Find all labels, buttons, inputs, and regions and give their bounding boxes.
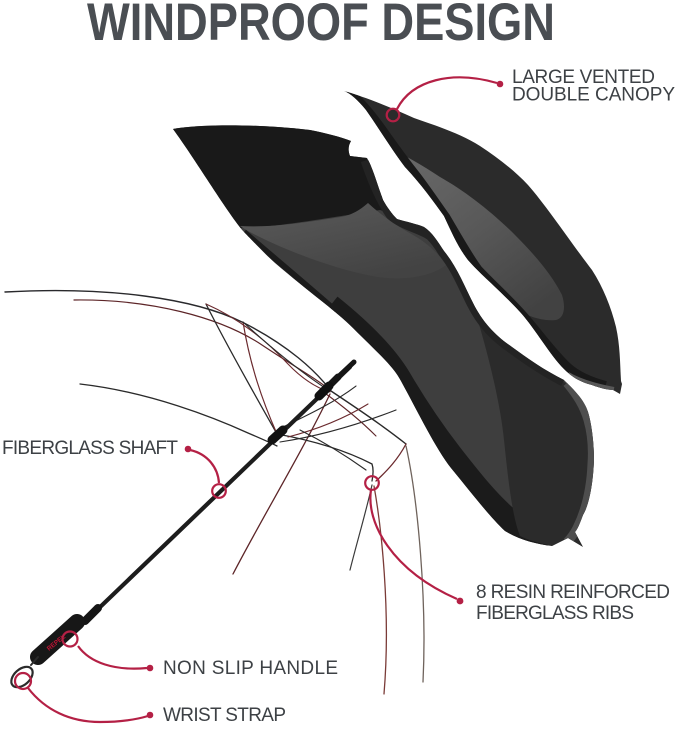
svg-text:NON SLIP HANDLE: NON SLIP HANDLE [163, 658, 338, 679]
svg-text:WINDPROOF DESIGN: WINDPROOF DESIGN [87, 0, 555, 52]
svg-text:DOUBLE CANOPY: DOUBLE CANOPY [512, 85, 675, 106]
svg-text:FIBERGLASS SHAFT: FIBERGLASS SHAFT [2, 438, 178, 459]
svg-text:FIBERGLASS RIBS: FIBERGLASS RIBS [476, 603, 634, 624]
svg-text:LARGE VENTED: LARGE VENTED [512, 67, 655, 88]
svg-text:8 RESIN REINFORCED: 8 RESIN REINFORCED [476, 582, 670, 603]
svg-text:WRIST STRAP: WRIST STRAP [163, 705, 286, 726]
